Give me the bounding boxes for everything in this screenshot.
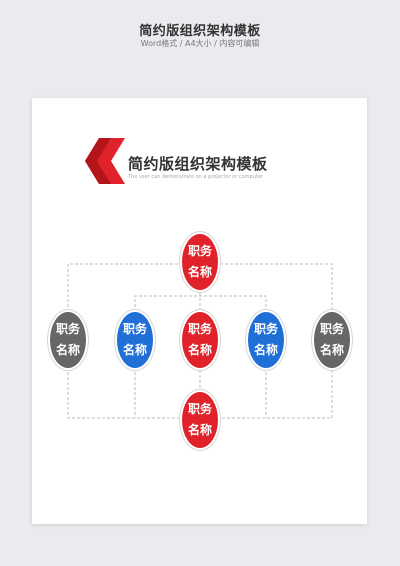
org-connector-lines (67, 263, 333, 419)
org-node-center-line1: 职务 (187, 322, 212, 336)
org-node-far-right-line2: 名称 (319, 343, 344, 357)
org-node-bottom-line1: 职务 (187, 402, 212, 416)
org-node-far-left-line2: 名称 (55, 343, 80, 357)
org-node-right-line2: 名称 (253, 343, 278, 357)
org-node-bottom-line2: 名称 (187, 423, 212, 437)
org-node-top-line2: 名称 (187, 265, 212, 279)
org-node-center[interactable]: 职务 名称 (182, 312, 218, 368)
org-node-center-line2: 名称 (187, 343, 212, 357)
page-header-subtitle: Word格式 / A4大小 / 内容可编辑 (140, 39, 260, 48)
page-header-title: 简约版组织架构模板 (139, 24, 261, 39)
org-node-left-line1: 职务 (122, 322, 147, 336)
document-page: 简约版组织架构模板 The user can demonstrate on a … (32, 98, 367, 524)
org-node-left-line2: 名称 (122, 343, 147, 357)
org-node-left[interactable]: 职务 名称 (117, 312, 153, 368)
chevron-logo-icon (85, 138, 125, 184)
org-node-bottom[interactable]: 职务 名称 (182, 392, 218, 448)
org-node-far-right-line1: 职务 (319, 322, 344, 336)
org-node-right[interactable]: 职务 名称 (248, 312, 284, 368)
document-subtitle: The user can demonstrate on a projector … (128, 174, 263, 180)
org-node-far-left[interactable]: 职务 名称 (50, 312, 86, 368)
org-node-far-left-line1: 职务 (55, 322, 80, 336)
org-node-top-line1: 职务 (187, 244, 212, 258)
org-node-top[interactable]: 职务 名称 (182, 234, 218, 290)
org-node-right-line1: 职务 (253, 322, 278, 336)
document-title: 简约版组织架构模板 (128, 155, 268, 173)
org-node-far-right[interactable]: 职务 名称 (314, 312, 350, 368)
